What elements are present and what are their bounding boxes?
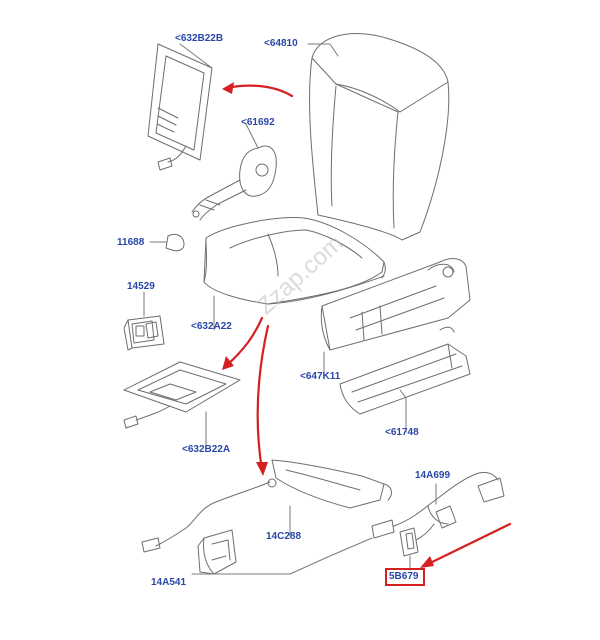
highlight-box <box>385 568 425 586</box>
label-11688[interactable]: 11688 <box>117 237 145 248</box>
backrest-pad-drawing <box>147 43 213 171</box>
wiring-harness-drawing <box>141 478 277 575</box>
backrest-drawing <box>309 33 450 241</box>
label-632B22A[interactable]: <632B22A <box>182 444 231 455</box>
label-647K11[interactable]: <647K11 <box>300 371 341 382</box>
label-14529[interactable]: 14529 <box>127 281 155 292</box>
cushion-drawing <box>203 216 386 305</box>
upper-harness-drawing <box>371 471 505 557</box>
arrow-highlight <box>422 522 512 568</box>
seat-pad-drawing <box>123 361 241 429</box>
side-panel-drawing <box>339 343 471 415</box>
label-632B22B[interactable]: <632B22B <box>175 33 224 44</box>
arrow-backrest-pad <box>224 84 294 98</box>
harness-cover-drawing <box>271 459 392 509</box>
label-61748[interactable]: <61748 <box>385 427 419 438</box>
label-14A699[interactable]: 14A699 <box>415 470 451 481</box>
label-5B679[interactable]: 5B679 <box>389 571 419 582</box>
label-14C288[interactable]: 14C288 <box>266 531 302 542</box>
label-632A22[interactable]: <632A22 <box>191 321 232 332</box>
label-64810[interactable]: <64810 <box>264 38 298 49</box>
seat-frame-drawing <box>320 258 471 351</box>
label-14A541[interactable]: 14A541 <box>151 577 187 588</box>
leader-lines <box>143 43 437 575</box>
clip-drawing <box>165 233 185 252</box>
arrow-heads <box>222 82 434 568</box>
arrow-harness <box>256 324 270 472</box>
bracket-drawing <box>191 145 277 221</box>
switch-drawing <box>123 315 165 351</box>
label-61692[interactable]: <61692 <box>241 117 275 128</box>
